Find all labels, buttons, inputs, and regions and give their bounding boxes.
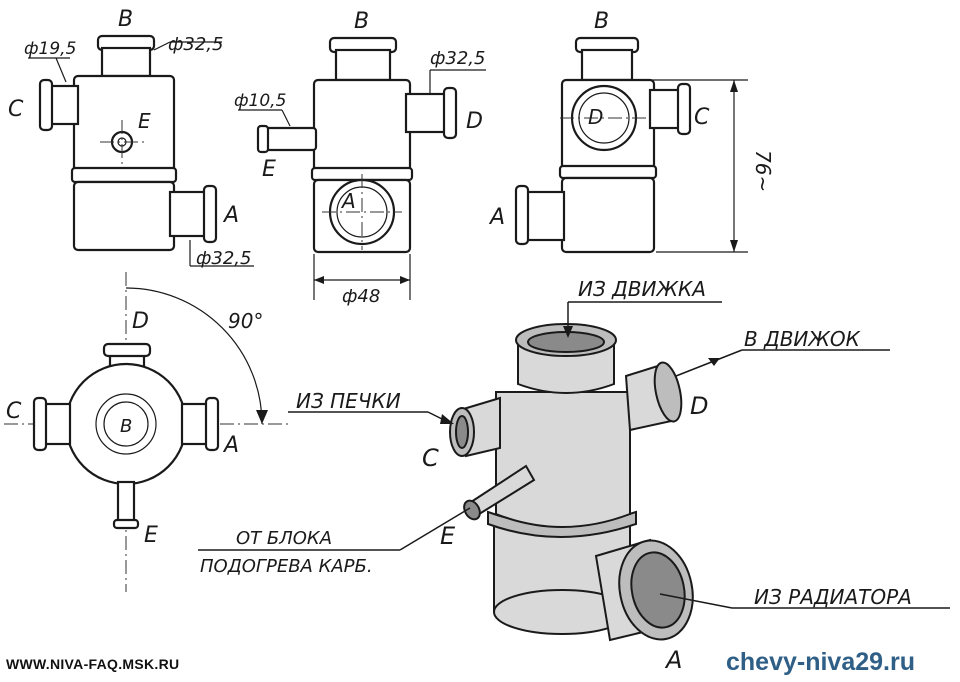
view-back-right-labels: B D C A 76~ <box>488 9 775 230</box>
port-e-label-2: E <box>262 157 276 182</box>
dim-32-5-top: ф32,5 <box>168 34 223 55</box>
port-a-label: A <box>222 203 239 228</box>
iso-port-d: D <box>690 392 708 420</box>
to-valve-label: В ДВИЖОК <box>744 327 861 351</box>
port-a-label-4: A <box>222 433 239 458</box>
footer-right-watermark: chevy-niva29.ru <box>726 648 915 676</box>
view-top-bottom-left <box>4 272 290 592</box>
port-d-label-3: D <box>132 309 149 334</box>
isometric-leaders <box>198 301 950 609</box>
iso-port-c: C <box>422 444 439 472</box>
footer-left-url: WWW.NIVA-FAQ.MSK.RU <box>6 656 180 672</box>
port-c-label-2: C <box>694 105 710 130</box>
dim-48: ф48 <box>342 286 380 307</box>
view-top-labels: 90° D C B A E <box>6 309 263 548</box>
dim-32-5-bottom: ф32,5 <box>196 248 251 269</box>
port-a-label-3: A <box>488 205 505 230</box>
dim-19-5: ф19,5 <box>24 39 76 59</box>
from-block-line2: ПОДОГРЕВА КАРБ. <box>200 556 373 577</box>
view-side-middle-labels: B ф32,5 ф10,5 D E A ф48 <box>234 9 485 307</box>
view-side-middle <box>238 36 486 300</box>
view-back-right <box>514 36 748 254</box>
dim-76: 76~ <box>751 150 775 192</box>
isometric-view <box>449 323 694 642</box>
from-block-line1: ОТ БЛОКА <box>236 528 332 549</box>
view-front-left <box>28 34 254 267</box>
port-c-label: C <box>8 97 24 122</box>
port-b-label-3: B <box>594 9 609 34</box>
port-d-label: D <box>466 109 483 134</box>
port-a-label-2: A <box>340 189 356 213</box>
port-b-label-2: B <box>354 9 369 34</box>
port-e-label-3: E <box>144 523 158 548</box>
isometric-labels: ИЗ ДВИЖКА В ДВИЖОК ИЗ ПЕЧКИ ОТ БЛОКА ПОД… <box>200 277 912 674</box>
port-b-label: B <box>118 7 133 32</box>
port-e-label: E <box>138 109 151 133</box>
iso-port-a: A <box>664 646 682 674</box>
port-b-label-4: B <box>120 416 132 437</box>
from-valve-label: ИЗ ДВИЖКА <box>578 277 706 301</box>
port-c-label-3: C <box>6 399 22 424</box>
port-d-label-2: D <box>588 105 603 129</box>
dim-10-5: ф10,5 <box>234 91 286 111</box>
from-radiator-label: ИЗ РАДИАТОРА <box>754 585 912 609</box>
iso-port-e: E <box>440 522 456 550</box>
from-heater-label: ИЗ ПЕЧКИ <box>296 389 401 413</box>
angle-90: 90° <box>228 309 263 333</box>
view-front-left-labels: B ф19,5 ф32,5 C E A ф32,5 <box>8 7 251 269</box>
dim-32-5-side: ф32,5 <box>430 48 485 69</box>
